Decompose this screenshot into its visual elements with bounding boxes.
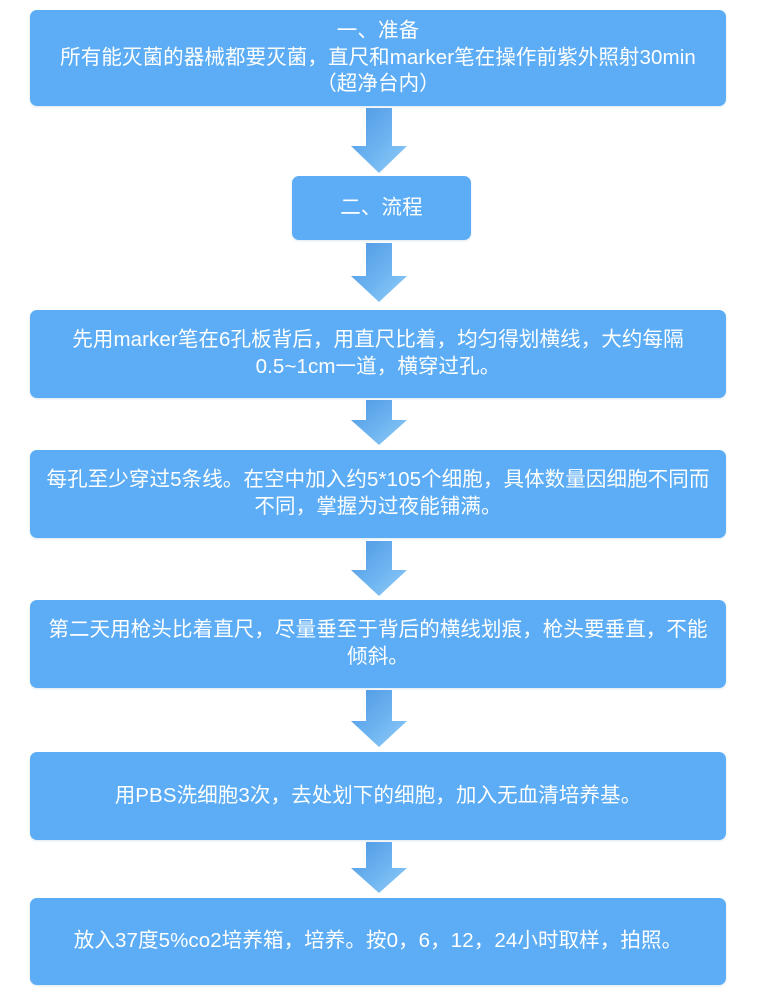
arrow-down-icon bbox=[350, 108, 408, 174]
flow-node-step-scratch[interactable]: 第二天用枪头比着直尺，尽量垂至于背后的横线划痕，枪头要垂直，不能倾斜。 bbox=[30, 600, 726, 688]
flow-node-step-incubate-label: 放入37度5%co2培养箱，培养。按0，6，12，24小时取样，拍照。 bbox=[73, 929, 683, 953]
flow-node-step-seed[interactable]: 每孔至少穿过5条线。在空中加入约5*105个细胞，具体数量因细胞不同而不同，掌握… bbox=[30, 450, 726, 538]
flow-node-prepare[interactable]: 一、准备 所有能灭菌的器械都要灭菌，直尺和marker笔在操作前紫外照射30mi… bbox=[30, 10, 726, 106]
arrow-down-icon bbox=[350, 842, 408, 894]
flow-node-step-wash[interactable]: 用PBS洗细胞3次，去处划下的细胞，加入无血清培养基。 bbox=[30, 752, 726, 840]
arrow-down-icon bbox=[350, 541, 408, 597]
flow-node-step-wash-label: 用PBS洗细胞3次，去处划下的细胞，加入无血清培养基。 bbox=[114, 783, 642, 807]
flow-node-step-mark[interactable]: 先用marker笔在6孔板背后，用直尺比着，均匀得划横线，大约每隔0.5~1cm… bbox=[30, 310, 726, 398]
arrow-down-icon bbox=[350, 400, 408, 446]
flow-node-prepare-label: 一、准备 所有能灭菌的器械都要灭菌，直尺和marker笔在操作前紫外照射30mi… bbox=[60, 19, 696, 96]
flow-node-step-mark-label: 先用marker笔在6孔板背后，用直尺比着，均匀得划横线，大约每隔0.5~1cm… bbox=[72, 328, 684, 378]
flow-node-step-incubate[interactable]: 放入37度5%co2培养箱，培养。按0，6，12，24小时取样，拍照。 bbox=[30, 898, 726, 985]
flow-node-step-seed-label: 每孔至少穿过5条线。在空中加入约5*105个细胞，具体数量因细胞不同而不同，掌握… bbox=[46, 468, 710, 518]
flow-node-procedure-label: 二、流程 bbox=[340, 195, 423, 219]
flow-node-procedure[interactable]: 二、流程 bbox=[292, 176, 471, 240]
arrow-down-icon bbox=[350, 690, 408, 748]
flow-node-step-scratch-label: 第二天用枪头比着直尺，尽量垂至于背后的横线划痕，枪头要垂直，不能倾斜。 bbox=[48, 618, 708, 668]
arrow-down-icon bbox=[350, 243, 408, 303]
